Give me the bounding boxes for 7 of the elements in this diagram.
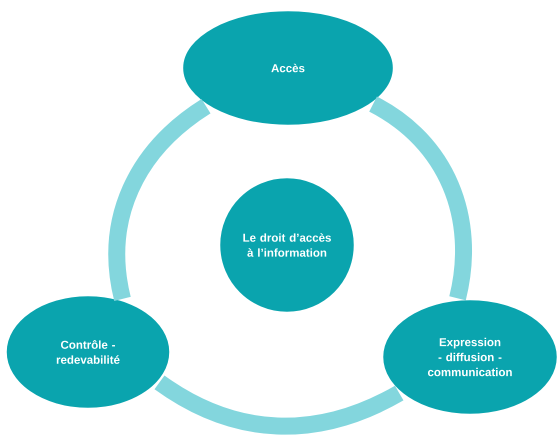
ellipse-node: Accès: [180, 8, 396, 128]
ellipse-node: Expression - diffusion - communication: [380, 298, 560, 416]
ring-segment: [368, 96, 472, 300]
ring-segment: [108, 99, 211, 301]
ring-segment: [154, 375, 404, 434]
circle-node: Le droit d’accès à l’information: [218, 176, 356, 314]
ellipse-node: Contrôle - redevabilité: [4, 294, 172, 410]
